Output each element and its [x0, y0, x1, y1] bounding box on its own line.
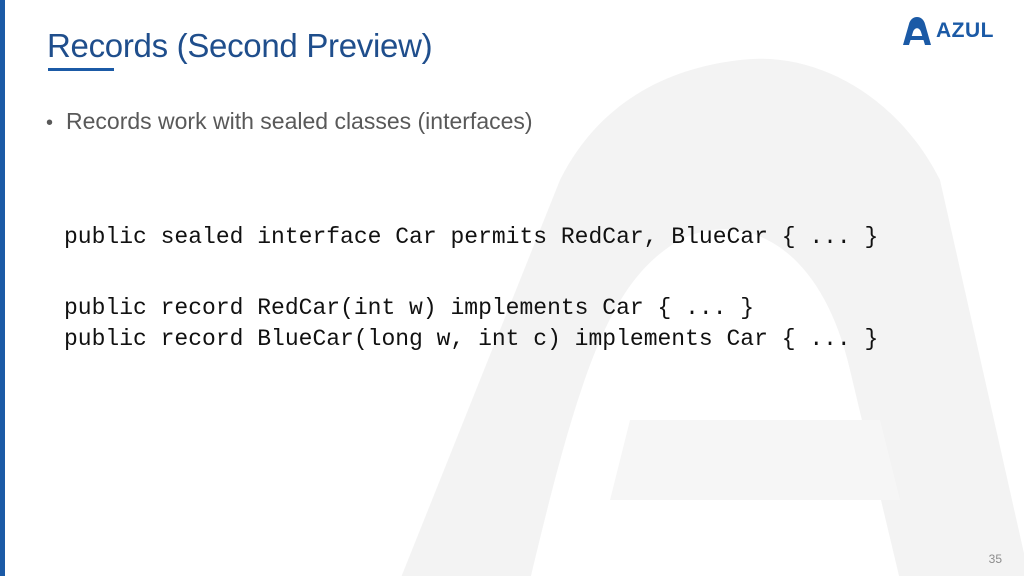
bullet-item: • Records work with sealed classes (inte…: [46, 108, 533, 135]
logo-text: AZUL: [936, 19, 994, 42]
code-line-redcar-record: public record RedCar(int w) implements C…: [64, 295, 755, 321]
azul-logo: AZUL: [900, 14, 1006, 48]
bullet-text: Records work with sealed classes (interf…: [66, 108, 533, 134]
code-line-bluecar-record: public record BlueCar(long w, int c) imp…: [64, 326, 879, 352]
left-accent-bar: [0, 0, 5, 576]
bullet-dot-icon: •: [46, 112, 54, 134]
title-underline: [48, 68, 114, 71]
page-number: 35: [988, 552, 1002, 566]
code-line-sealed-interface: public sealed interface Car permits RedC…: [64, 224, 879, 250]
azul-a-logo-icon: [903, 17, 931, 45]
slide-title: Records (Second Preview): [47, 27, 433, 64]
